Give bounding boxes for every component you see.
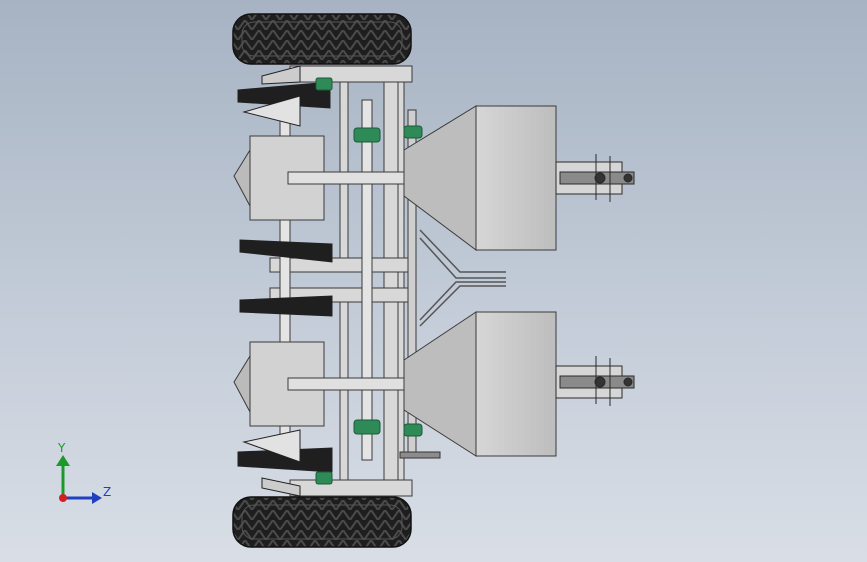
- hopper-lower[interactable]: [403, 311, 557, 457]
- orientation-triad: [56, 455, 102, 504]
- opener-discs[interactable]: [237, 65, 333, 497]
- z-axis-label: Z: [103, 485, 112, 499]
- tire-bottom[interactable]: [232, 496, 412, 548]
- hitch-upper[interactable]: [555, 154, 635, 202]
- y-axis-arrowhead: [56, 455, 70, 466]
- seed-meter-lower[interactable]: [233, 341, 423, 427]
- triad-origin: [59, 494, 67, 502]
- seed-meter-upper[interactable]: [233, 135, 423, 221]
- hopper-upper[interactable]: [403, 105, 557, 251]
- tire-top[interactable]: [232, 13, 412, 65]
- hitch-lower[interactable]: [555, 356, 635, 406]
- seed-tubes: [419, 229, 506, 327]
- drive-chain: [399, 451, 441, 459]
- y-axis-label: Y: [58, 441, 66, 455]
- green-fittings: [315, 77, 423, 485]
- z-axis-arrowhead: [92, 492, 102, 504]
